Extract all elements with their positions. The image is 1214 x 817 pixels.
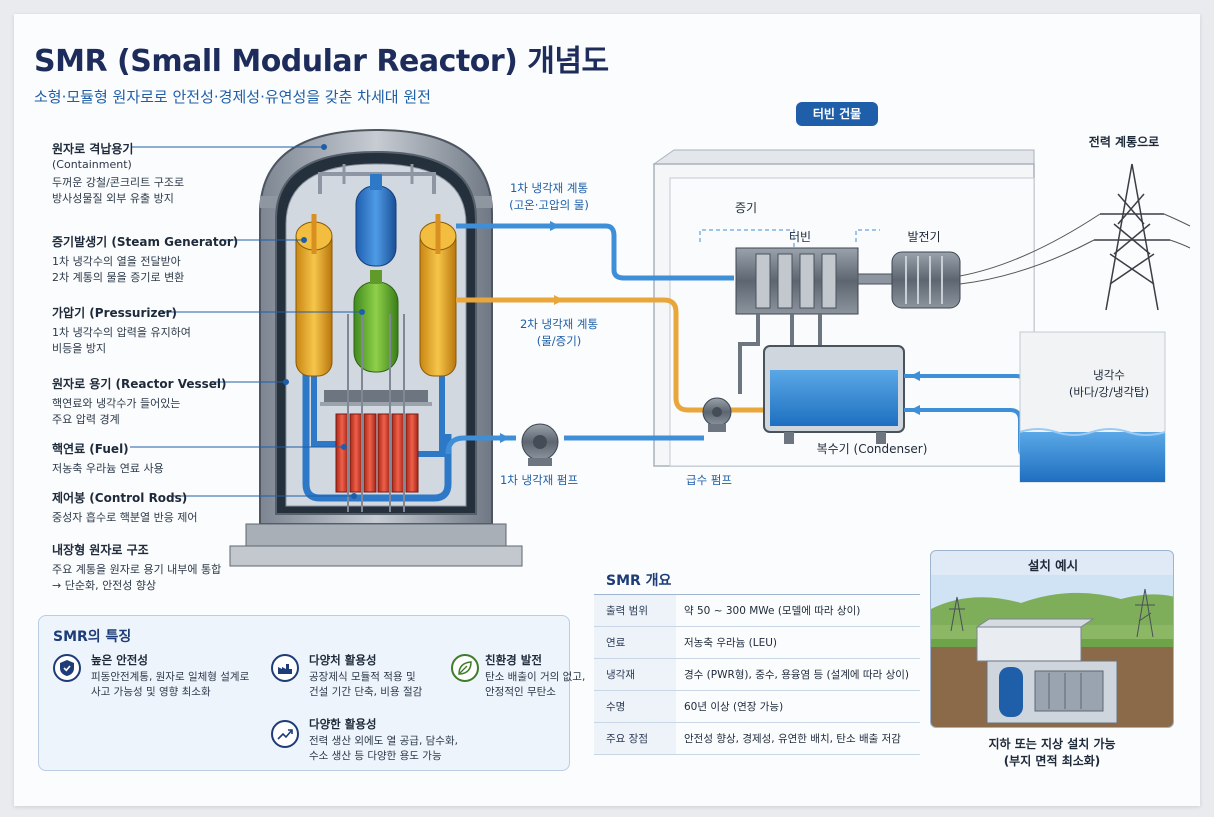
turbine-label: 터빈 <box>788 230 812 244</box>
overview-table: 출력 범위 약 50 ~ 300 MWe (모델에 따라 상이) 연료 저농축 … <box>594 594 920 755</box>
primary-pump-label: 1차 냉각재 펌프 <box>499 473 579 487</box>
containment-title: 원자로 격납용기 <box>52 142 134 156</box>
factory-icon <box>271 654 299 682</box>
feature-modular-desc-1: 공장제식 모듈적 적용 및 <box>309 671 416 683</box>
overview-value: 경수 (PWR형), 중수, 용융염 등 (설계에 따라 상이) <box>676 658 920 691</box>
smr-diagram-illustration <box>130 128 1191 567</box>
primary-loop-line-2: (고온·고압의 물) <box>509 198 589 212</box>
steam-generator-desc-1: 1차 냉각수의 열을 전달받아 <box>52 255 181 268</box>
shield-icon <box>53 654 81 682</box>
containment-desc-2: 방사성물질 외부 유출 방지 <box>52 192 174 205</box>
turbine-building-badge: 터빈 건물 <box>796 102 878 126</box>
primary-loop-label: 1차 냉각재 계통 (고온·고압의 물) <box>494 180 604 214</box>
feature-versatile-desc-1: 전력 생산 외에도 열 공급, 담수화, <box>309 735 458 747</box>
overview-value: 60년 이상 (연장 가능) <box>676 690 920 723</box>
label-fuel: 핵연료 (Fuel) 저농축 우라늄 연료 사용 <box>52 440 164 477</box>
label-pressurizer: 가압기 (Pressurizer) 1차 냉각수의 압력을 유지하여 비등을 방… <box>52 304 191 357</box>
label-reactor-vessel: 원자로 용기 (Reactor Vessel) 핵연료와 냉각수가 들어있는 주… <box>52 375 227 428</box>
steam-label: 증기 <box>734 201 758 215</box>
table-row: 냉각재 경수 (PWR형), 중수, 용융염 등 (설계에 따라 상이) <box>594 658 920 691</box>
installation-caption-line-2: (부지 면적 최소화) <box>1003 754 1101 768</box>
control-rods-desc-1: 중성자 흡수로 핵분열 반응 제어 <box>52 511 198 524</box>
feature-eco-name: 친환경 발전 <box>485 653 542 667</box>
fuel-title: 핵연료 (Fuel) <box>52 442 129 456</box>
overview-key: 출력 범위 <box>594 594 676 627</box>
primary-loop-line-1: 1차 냉각재 계통 <box>509 181 589 195</box>
installation-illustration <box>931 575 1173 727</box>
label-integral-design: 내장형 원자로 구조 주요 계통을 원자로 용기 내부에 통합 → 단순화, 안… <box>52 541 221 594</box>
reactor-vessel-desc-2: 주요 압력 경계 <box>52 413 120 426</box>
feature-safety-desc-2: 사고 가능성 및 영향 최소화 <box>91 686 211 698</box>
feature-modular-desc-2: 건설 기간 단축, 비용 절감 <box>309 686 423 698</box>
integral-design-desc-2: → 단순화, 안전성 향상 <box>52 579 157 592</box>
control-rods-title: 제어봉 (Control Rods) <box>52 491 188 505</box>
installation-caption: 지하 또는 지상 설치 가능 (부지 면적 최소화) <box>930 736 1174 770</box>
steam-generator-desc-2: 2차 계통의 물을 증기로 변환 <box>52 271 185 284</box>
feature-versatile-name: 다양한 활용성 <box>309 717 377 731</box>
overview-key: 냉각재 <box>594 658 676 691</box>
overview-value: 안전성 향상, 경제성, 유연한 배치, 탄소 배출 저감 <box>676 722 920 755</box>
reactor-vessel-desc-1: 핵연료와 냉각수가 들어있는 <box>52 397 181 410</box>
page-title: SMR (Small Modular Reactor) 개념도 <box>34 44 609 79</box>
generator-label: 발전기 <box>907 230 941 244</box>
overview-key: 연료 <box>594 626 676 659</box>
secondary-loop-line-2: (물/증기) <box>536 334 582 348</box>
condenser-label: 복수기 (Condenser) <box>816 442 928 456</box>
overview-value: 저농축 우라늄 (LEU) <box>676 626 920 659</box>
cooling-water-line-2: (바다/강/냉각탑) <box>1068 385 1150 399</box>
table-row: 수명 60년 이상 (연장 가능) <box>594 690 920 723</box>
leaf-icon <box>451 654 479 682</box>
smr-features-panel: SMR의 특징 높은 안전성 피동안전계통, 원자로 일체형 설계로 사고 가능… <box>38 615 585 771</box>
pressurizer-title: 가압기 (Pressurizer) <box>52 306 178 320</box>
feature-modular-name: 다양처 활용성 <box>309 653 377 667</box>
label-control-rods: 제어봉 (Control Rods) 중성자 흡수로 핵분열 반응 제어 <box>52 489 198 526</box>
secondary-loop-line-1: 2차 냉각재 계통 <box>519 317 599 331</box>
integral-design-title: 내장형 원자로 구조 <box>52 543 149 557</box>
power-grid-label: 전력 계통으로 <box>1088 135 1160 149</box>
label-steam-generator: 증기발생기 (Steam Generator) 1차 냉각수의 열을 전달받아 … <box>52 233 238 286</box>
overview-key: 주요 장점 <box>594 722 676 755</box>
installation-caption-line-1: 지하 또는 지상 설치 가능 <box>988 737 1116 751</box>
cooling-water-label: 냉각수 (바다/강/냉각탑) <box>1054 367 1164 401</box>
feature-safety-name: 높은 안전성 <box>91 653 148 667</box>
secondary-loop-label: 2차 냉각재 계통 (물/증기) <box>504 316 614 350</box>
reactor-vessel-title: 원자로 용기 (Reactor Vessel) <box>52 377 227 391</box>
page-subtitle: 소형·모듈형 원자로로 안전성·경제성·유연성을 갖춘 차세대 원전 <box>34 88 431 106</box>
installation-title: 설치 예시 <box>1027 558 1079 573</box>
fuel-core-illustration <box>335 413 419 493</box>
containment-subtitle: (Containment) <box>52 158 132 171</box>
feature-modular: 다양처 활용성 공장제식 모듈적 적용 및 건설 기간 단축, 비용 절감 <box>309 652 422 700</box>
feed-pump-label: 급수 펌프 <box>686 473 732 487</box>
features-title: SMR의 특징 <box>53 629 132 645</box>
feature-safety: 높은 안전성 피동안전계통, 원자로 일체형 설계로 사고 가능성 및 영향 최… <box>91 652 249 700</box>
integral-design-desc-1: 주요 계통을 원자로 용기 내부에 통합 <box>52 563 222 576</box>
trend-icon <box>271 720 299 748</box>
pressurizer-desc-1: 1차 냉각수의 압력을 유지하여 <box>52 326 191 339</box>
overview-key: 수명 <box>594 690 676 723</box>
label-containment: 원자로 격납용기 (Containment) 두꺼운 강철/콘크리트 구조로 방… <box>52 140 184 207</box>
feature-eco-desc-1: 탄소 배출이 거의 없고, <box>485 671 586 683</box>
diagram-page: SMR (Small Modular Reactor) 개념도 소형·모듈형 원… <box>14 14 1200 806</box>
pressurizer-desc-2: 비등을 방지 <box>52 342 107 355</box>
feature-safety-desc-1: 피동안전계통, 원자로 일체형 설계로 <box>91 671 250 683</box>
fuel-desc-1: 저농축 우라늄 연료 사용 <box>52 462 164 475</box>
feature-eco-desc-2: 안정적인 무탄소 <box>485 686 556 698</box>
table-row: 주요 장점 안전성 향상, 경제성, 유연한 배치, 탄소 배출 저감 <box>594 722 920 755</box>
overview-value: 약 50 ~ 300 MWe (모델에 따라 상이) <box>676 594 920 627</box>
installation-example-box: 설치 예시 <box>930 550 1174 728</box>
steam-generator-title: 증기발생기 (Steam Generator) <box>52 235 239 249</box>
containment-desc-1: 두꺼운 강철/콘크리트 구조로 <box>52 176 185 189</box>
overview-title: SMR 개요 <box>606 573 672 589</box>
feature-versatile: 다양한 활용성 전력 생산 외에도 열 공급, 담수화, 수소 생산 등 다양한… <box>309 716 458 764</box>
feature-eco: 친환경 발전 탄소 배출이 거의 없고, 안정적인 무탄소 <box>485 652 585 700</box>
table-row: 연료 저농축 우라늄 (LEU) <box>594 626 920 659</box>
cooling-water-line-1: 냉각수 <box>1093 368 1125 382</box>
feature-versatile-desc-2: 수소 생산 등 다양한 용도 가능 <box>309 750 442 762</box>
table-row: 출력 범위 약 50 ~ 300 MWe (모델에 따라 상이) <box>594 594 920 627</box>
